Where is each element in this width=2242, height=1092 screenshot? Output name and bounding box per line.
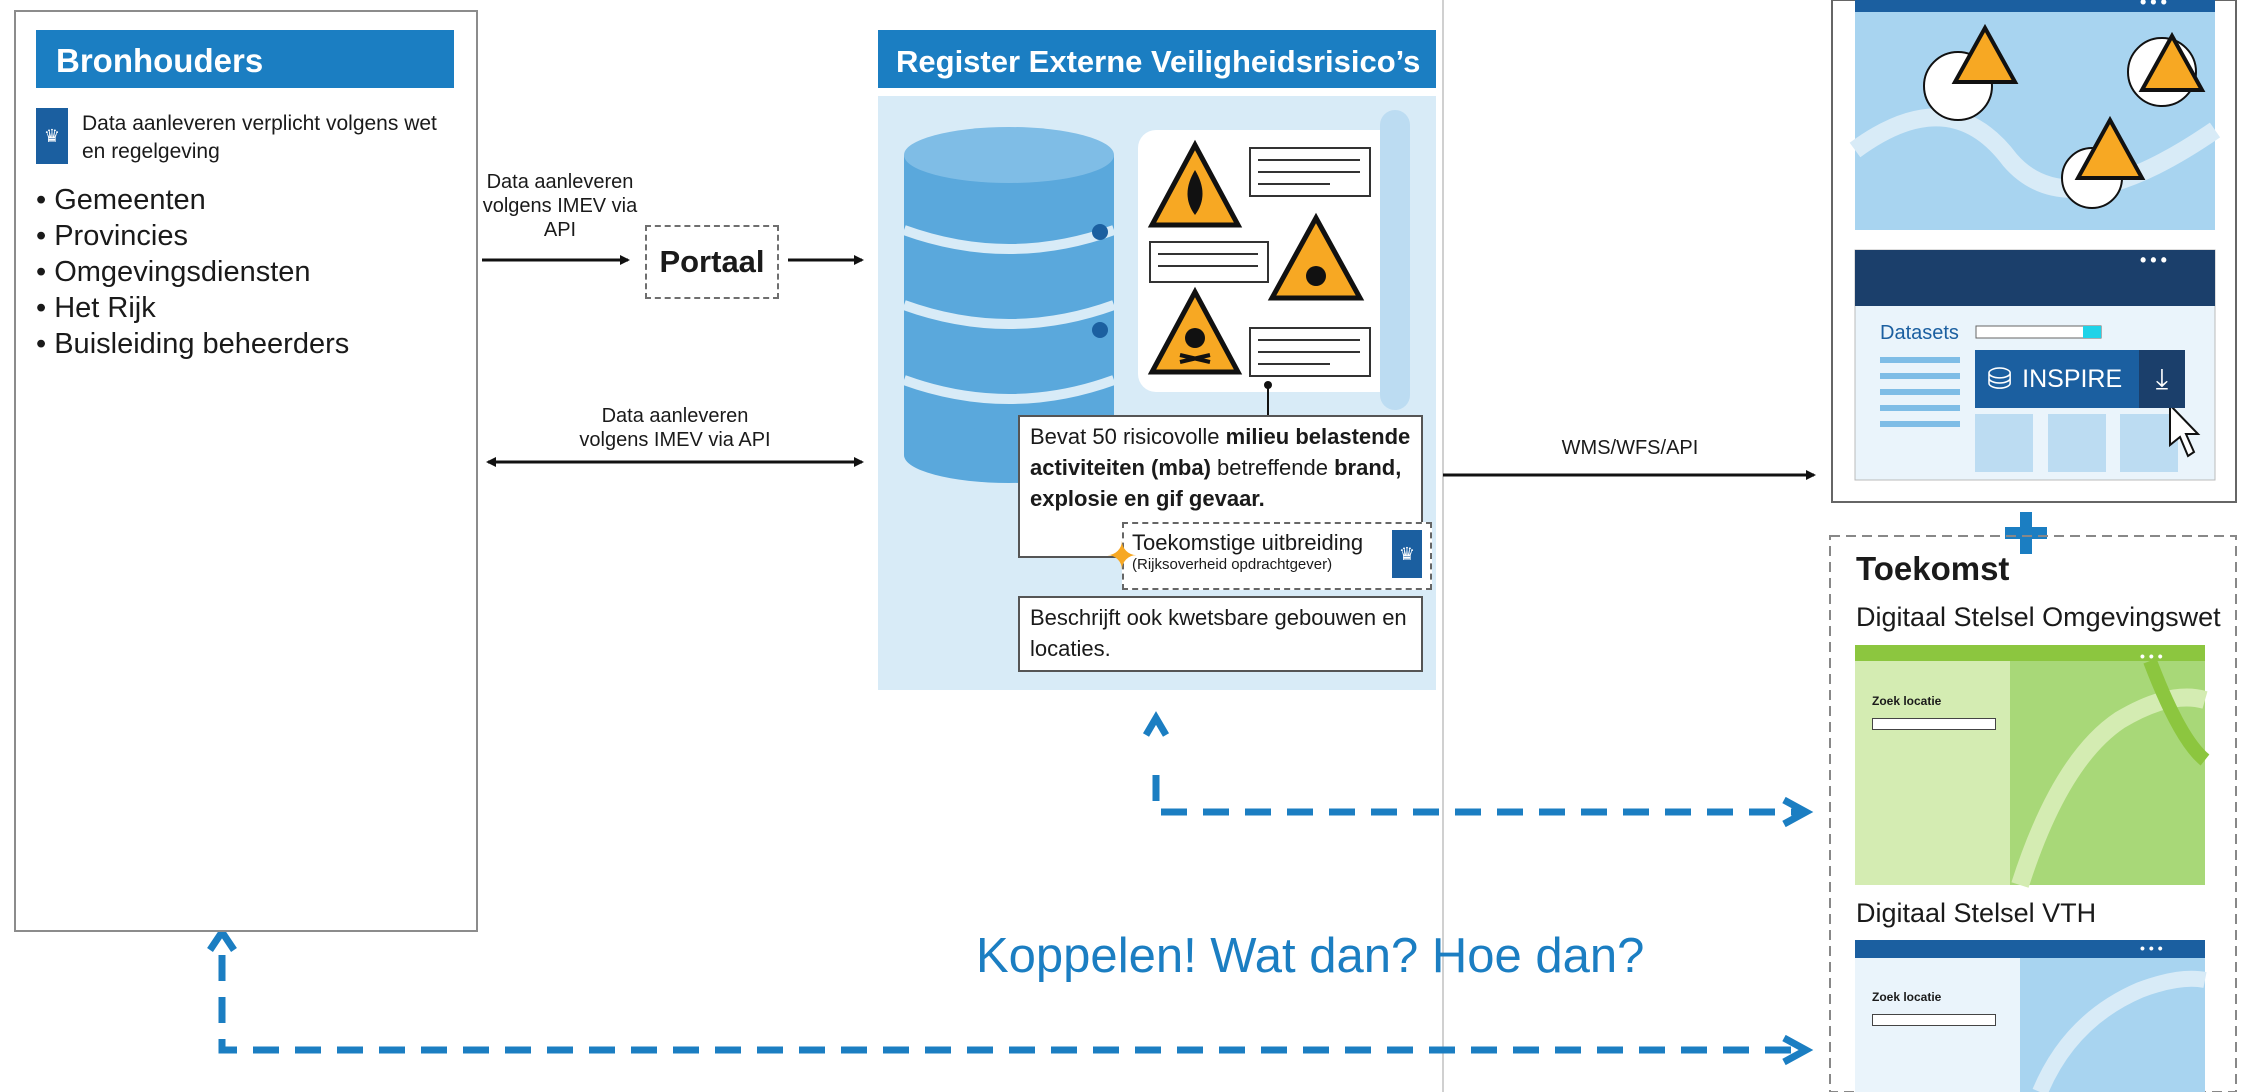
list-item: Gemeenten bbox=[36, 182, 454, 218]
list-item: Het Rijk bbox=[36, 290, 454, 326]
list-item: Omgevingsdiensten bbox=[36, 254, 454, 290]
future-title: Toekomstige uitbreiding bbox=[1132, 530, 1364, 555]
portaal-box: Portaal bbox=[645, 225, 779, 299]
zoek-locatie-label-2: Zoek locatie bbox=[1872, 990, 1942, 1004]
inspire-label: INSPIRE bbox=[2022, 364, 2123, 393]
future-extension-box: Toekomstige uitbreiding (Rijksoverheid o… bbox=[1122, 522, 1432, 590]
rijk-logo-icon: ♛ bbox=[36, 108, 68, 164]
api-label-2: Data aanleveren volgens IMEV via API bbox=[579, 405, 771, 451]
dashed-link-register bbox=[1142, 711, 1814, 828]
future-sub: (Rijksoverheid opdrachtgever) bbox=[1132, 556, 1333, 573]
api-label: Data aanleveren volgens IMEV via API bbox=[482, 171, 638, 241]
info-prefix: Bevat 50 risicovolle bbox=[1030, 424, 1226, 449]
bronhouders-title: Bronhouders bbox=[36, 30, 454, 88]
document-lines bbox=[1149, 147, 1371, 377]
info-mid: betreffende bbox=[1210, 455, 1335, 480]
vth-dots: ••• bbox=[2140, 940, 2167, 956]
bronhouders-note: Data aanleveren verplicht volgens wet en… bbox=[82, 112, 437, 163]
toxic-hazard-icon bbox=[1147, 286, 1243, 375]
download-icon[interactable]: ⤓ bbox=[2139, 350, 2185, 408]
plus-icon bbox=[2005, 512, 2047, 554]
vth-title: Digitaal Stelsel VTH bbox=[1856, 898, 2097, 928]
database-icon bbox=[902, 127, 1116, 483]
dashed-link-bronhouders bbox=[207, 925, 1814, 1066]
koppelen-heading: Koppelen! Wat dan? Hoe dan? bbox=[976, 929, 1645, 983]
bronhouders-panel bbox=[14, 10, 478, 932]
explosive-hazard-icon bbox=[1267, 212, 1365, 301]
zoek-locatie-label: Zoek locatie bbox=[1872, 694, 1942, 708]
dso-title: Digitaal Stelsel Omgevingswet bbox=[1856, 602, 2221, 632]
list-item: Buisleiding beheerders bbox=[36, 326, 454, 362]
register-extra-box: Beschrijft ook kwetsbare gebouwen en loc… bbox=[1018, 596, 1423, 672]
list-item: Provincies bbox=[36, 218, 454, 254]
dso-dots: ••• bbox=[2140, 648, 2167, 664]
inspire-button[interactable]: ⛁ INSPIRE ⤓ bbox=[1975, 350, 2185, 408]
wms-label: WMS/WFS/API bbox=[1561, 437, 1699, 459]
risk-map-card bbox=[1831, 0, 2237, 503]
bronhouders-list: Gemeenten Provincies Omgevingsdiensten H… bbox=[36, 182, 454, 362]
sparkle-icon: ✦ bbox=[1106, 536, 1138, 578]
window-dots-2: ••• bbox=[2140, 250, 2171, 270]
info-bold-1: milieu belastende activiteiten (mba) bbox=[1030, 424, 1411, 480]
fire-hazard-icon bbox=[1147, 139, 1243, 228]
dso-search-input[interactable] bbox=[1872, 718, 1996, 730]
database-small-icon: ⛁ bbox=[1987, 362, 2013, 396]
window-dots: ••• bbox=[2140, 0, 2171, 12]
toekomst-title: Toekomst bbox=[1856, 550, 2010, 587]
register-title: Register Externe Veiligheidsrisico’s bbox=[878, 30, 1436, 88]
vth-search-input[interactable] bbox=[1872, 1014, 1996, 1026]
datasets-label: Datasets bbox=[1880, 322, 1959, 344]
info-bold-2: brand, explosie en gif gevaar. bbox=[1030, 455, 1402, 511]
rijk-logo-icon-2: ♛ bbox=[1392, 530, 1422, 578]
dso-window bbox=[1855, 645, 2210, 888]
